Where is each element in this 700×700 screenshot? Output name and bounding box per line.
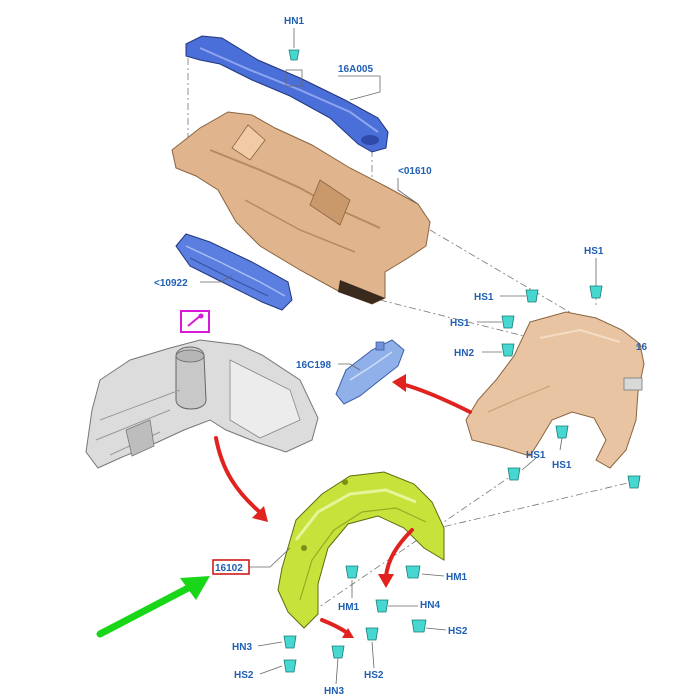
bulkhead-part xyxy=(171,111,431,305)
label-hs1-e: HS1 xyxy=(552,460,572,471)
label-fender-ref: 16 xyxy=(636,342,648,353)
label-hs1-b: HS1 xyxy=(450,318,470,329)
label-hs2-a: HS2 xyxy=(448,626,468,637)
label-16a005: 16A005 xyxy=(338,64,373,75)
label-10922: <10922 xyxy=(154,278,188,289)
fender-bracket-part xyxy=(335,339,405,405)
label-hm1-a: HM1 xyxy=(446,572,468,583)
leader-lines xyxy=(200,28,644,685)
label-hs2-b: HS2 xyxy=(234,670,254,681)
highlight-box-magenta xyxy=(180,310,210,333)
lower-bracket-part xyxy=(175,233,293,311)
label-hn1: HN1 xyxy=(284,16,304,27)
upper-beam-part xyxy=(185,35,389,153)
label-hn3-b: HN3 xyxy=(324,686,344,697)
label-16102: 16102 xyxy=(215,563,243,574)
label-hn3-a: HN3 xyxy=(232,642,252,653)
label-hm1-b: HM1 xyxy=(338,602,360,613)
fastener-clips xyxy=(283,49,641,673)
label-hs1-c: HS1 xyxy=(584,246,604,257)
label-01610: <01610 xyxy=(398,166,432,177)
label-hs1-a: HS1 xyxy=(474,292,494,303)
part-labels: HN1 16A005 <01610 <10922 16C198 16102 HS… xyxy=(154,16,648,697)
label-hn2: HN2 xyxy=(454,348,474,359)
label-hs2-c: HS2 xyxy=(364,670,384,681)
red-arrows xyxy=(214,374,472,638)
label-hs1-d: HS1 xyxy=(526,450,546,461)
wheel-arch-liner-part xyxy=(277,471,445,629)
label-16c198: 16C198 xyxy=(296,360,331,371)
green-arrow xyxy=(96,576,210,638)
fender-part xyxy=(465,311,645,469)
label-hn4: HN4 xyxy=(420,600,440,611)
body-structure-part xyxy=(85,339,319,469)
